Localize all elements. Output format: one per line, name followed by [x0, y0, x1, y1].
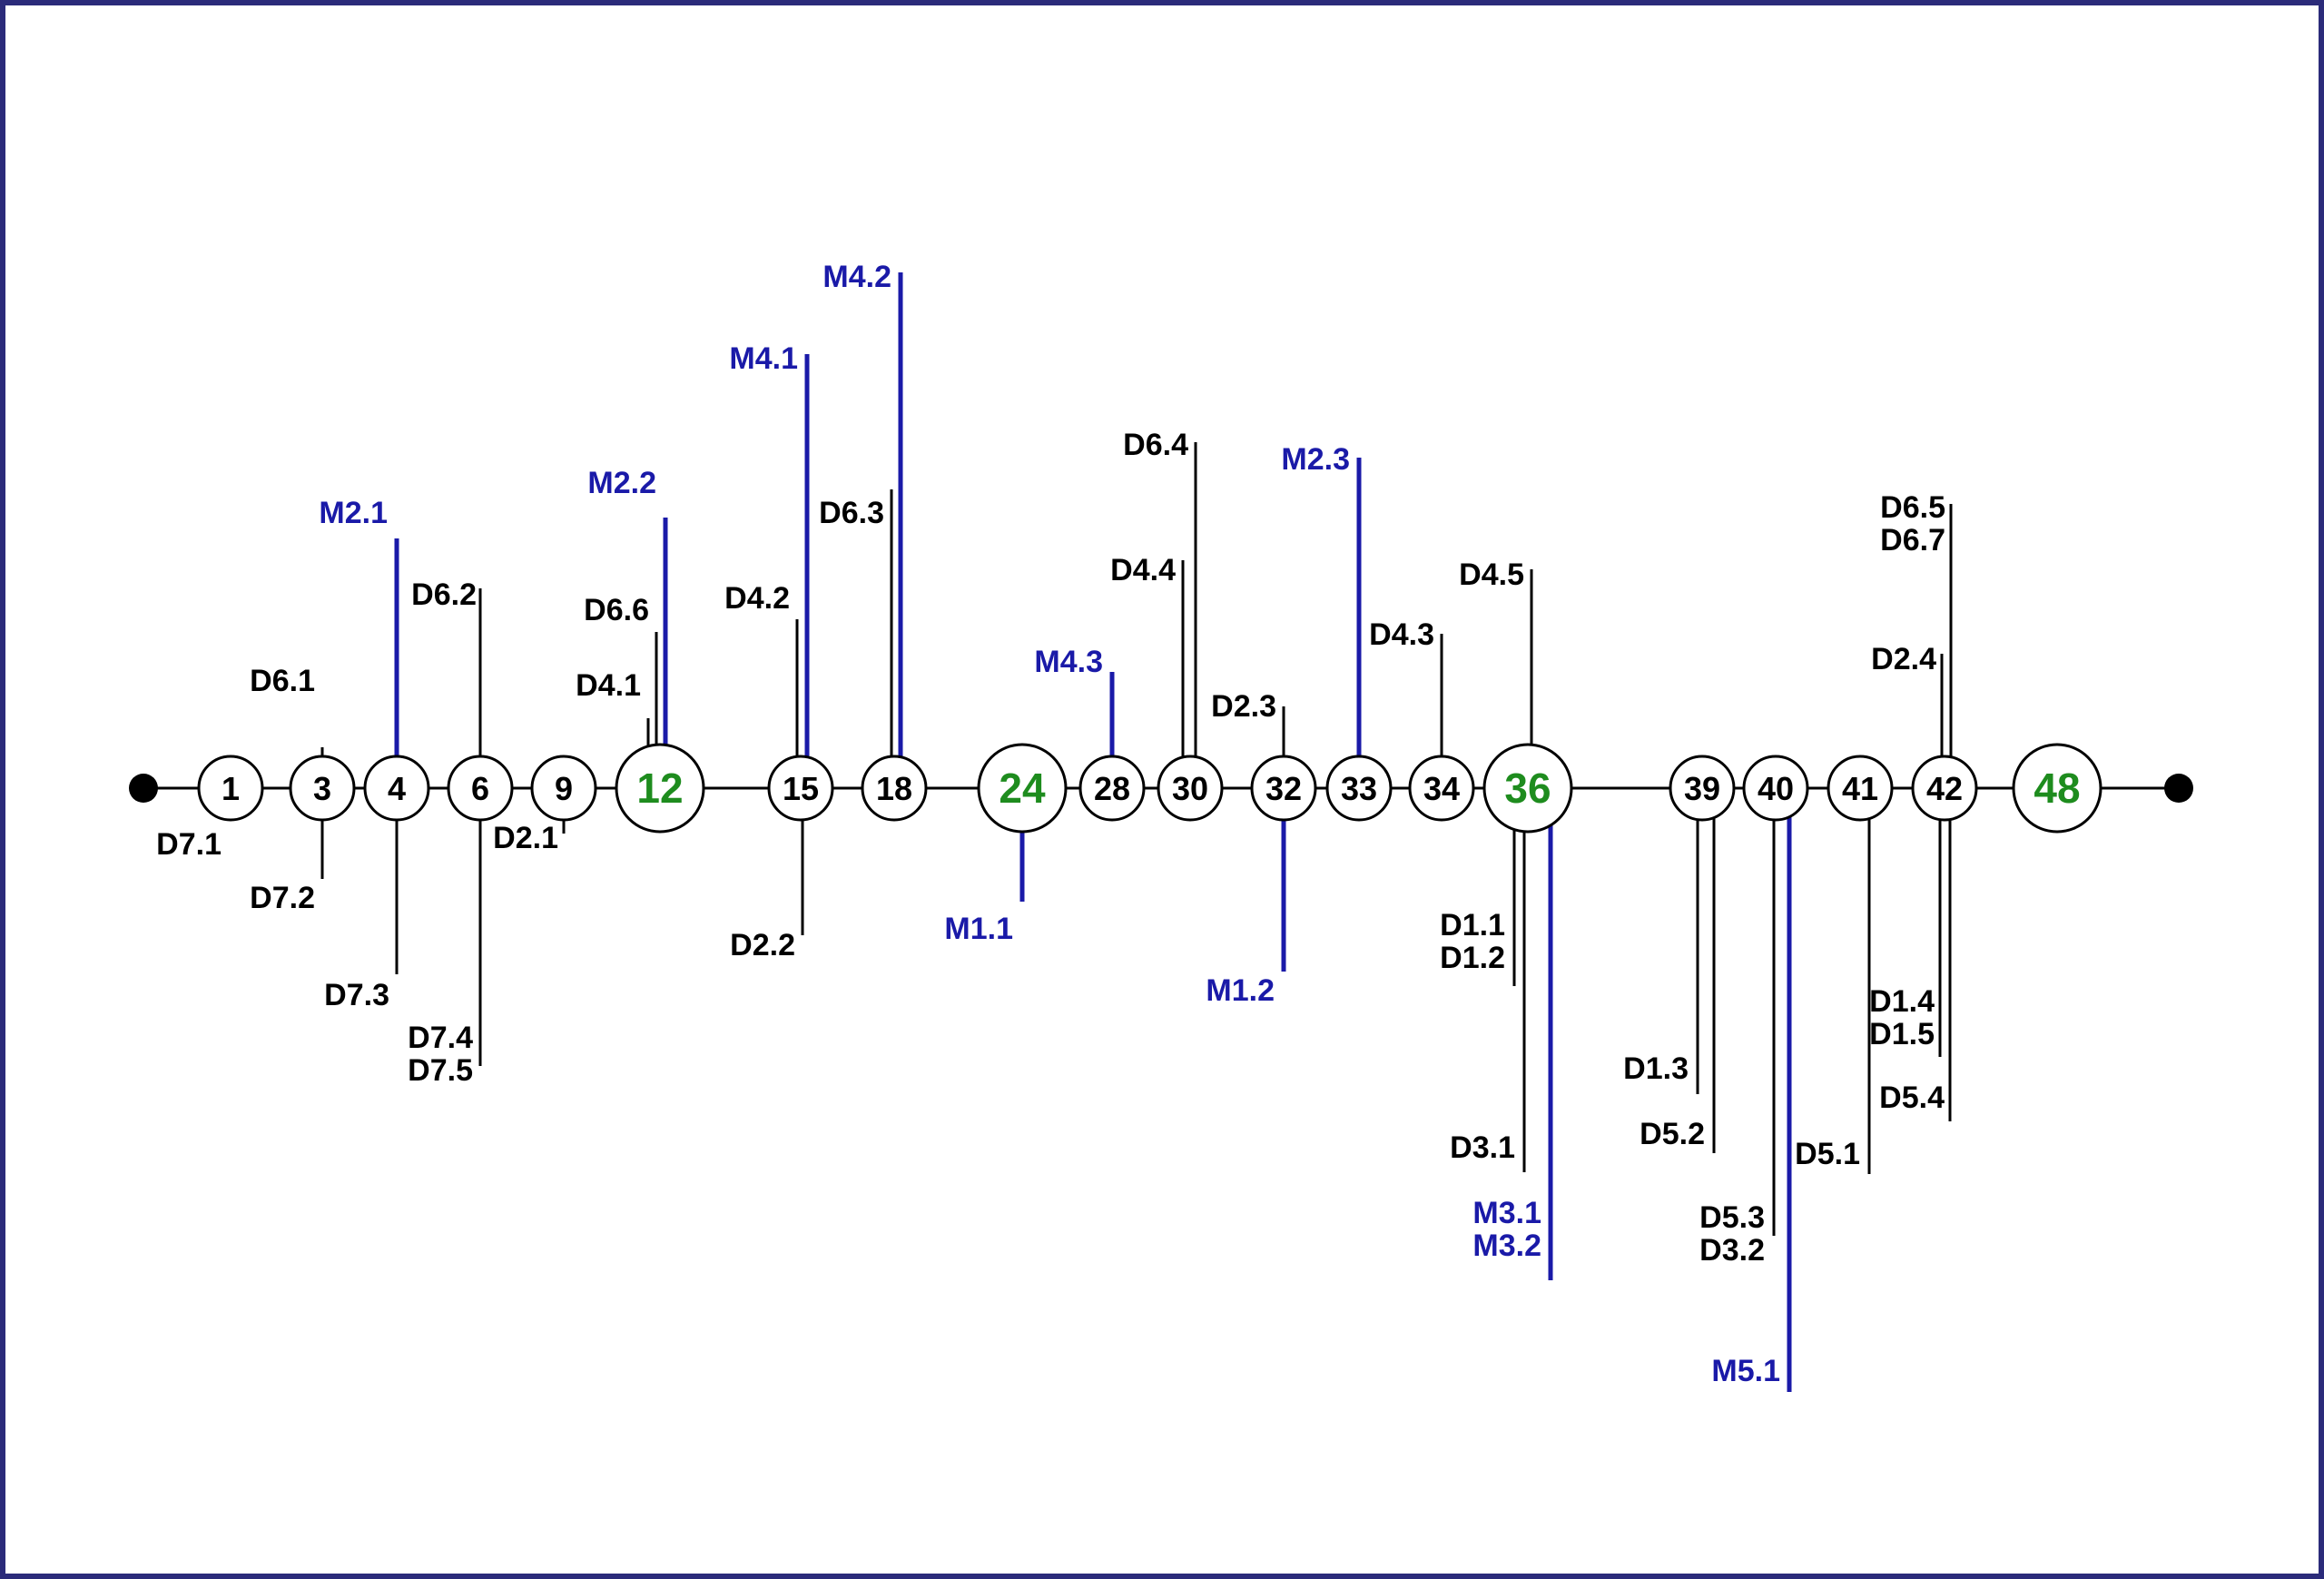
- marker-label-D7-2: D7.2: [250, 881, 315, 915]
- node-28: [1078, 755, 1146, 822]
- node-label-18: 18: [876, 770, 912, 807]
- marker-label-D6-1: D6.1: [250, 664, 315, 698]
- node-label-12: 12: [636, 765, 683, 812]
- marker-label-D1-4: D1.4: [1869, 984, 1935, 1019]
- marker-label-D2-1: D2.1: [493, 821, 558, 855]
- marker-label-D7-4: D7.4: [408, 1021, 473, 1055]
- marker-label-D4-4: D4.4: [1110, 553, 1176, 587]
- node-label-9: 9: [555, 770, 573, 807]
- node-18: [861, 755, 928, 822]
- marker-label-D6-4: D6.4: [1123, 428, 1188, 462]
- node-label-32: 32: [1265, 770, 1302, 807]
- marker-label-D7-3: D7.3: [324, 978, 389, 1012]
- node-label-39: 39: [1684, 770, 1720, 807]
- node-label-42: 42: [1926, 770, 1963, 807]
- marker-label-D6-6: D6.6: [584, 593, 649, 627]
- marker-label-D1-5: D1.5: [1869, 1017, 1935, 1051]
- marker-label-D5-2: D5.2: [1640, 1117, 1705, 1151]
- node-label-1: 1: [222, 770, 240, 807]
- marker-label-M4-2: M4.2: [822, 260, 891, 294]
- node-label-3: 3: [313, 770, 331, 807]
- marker-label-D1-3: D1.3: [1623, 1051, 1689, 1086]
- milestone-node-48: [2012, 743, 2102, 834]
- marker-label-D1-2: D1.2: [1440, 941, 1505, 975]
- node-label-41: 41: [1842, 770, 1878, 807]
- marker-label-D6-5: D6.5: [1880, 490, 1945, 525]
- marker-label-D7-1: D7.1: [156, 827, 222, 862]
- node-label-36: 36: [1504, 765, 1551, 812]
- milestone-node-24: [977, 743, 1068, 834]
- marker-label-D6-3: D6.3: [819, 496, 884, 530]
- node-label-6: 6: [471, 770, 489, 807]
- marker-label-M2-3: M2.3: [1281, 442, 1350, 477]
- node-32: [1250, 755, 1317, 822]
- node-1: [197, 755, 264, 822]
- node-9: [530, 755, 597, 822]
- node-label-48: 48: [2034, 765, 2080, 812]
- node-15: [767, 755, 834, 822]
- marker-label-M1-2: M1.2: [1206, 973, 1275, 1008]
- marker-label-M1-1: M1.1: [944, 912, 1013, 946]
- node-label-4: 4: [388, 770, 406, 807]
- node-label-24: 24: [999, 765, 1046, 812]
- timeline-diagram: D7.1 D6.1D7.2 M2.1D7.3 D6.2D7.4D7.5 D2.1 D4.1…: [129, 260, 2193, 1392]
- node-4: [363, 755, 430, 822]
- node-label-28: 28: [1094, 770, 1130, 807]
- milestone-node-12: [615, 743, 705, 834]
- timeline-start-dot: [129, 774, 158, 803]
- marker-label-M2-2: M2.2: [587, 466, 656, 500]
- markers-layer: D7.1 D6.1D7.2 M2.1D7.3 D6.2D7.4D7.5 D2.1 D4.1…: [156, 260, 1953, 1392]
- marker-label-D5-3: D5.3: [1699, 1200, 1765, 1235]
- milestone-node-36: [1482, 743, 1573, 834]
- marker-label-D1-1: D1.1: [1440, 908, 1505, 942]
- node-40: [1742, 755, 1809, 822]
- node-label-40: 40: [1758, 770, 1794, 807]
- node-30: [1157, 755, 1224, 822]
- marker-label-M3-1: M3.1: [1472, 1196, 1541, 1230]
- marker-label-D7-5: D7.5: [408, 1053, 473, 1088]
- node-label-33: 33: [1341, 770, 1377, 807]
- marker-label-D3-1: D3.1: [1450, 1130, 1515, 1165]
- node-label-15: 15: [783, 770, 819, 807]
- marker-label-D4-5: D4.5: [1459, 558, 1524, 592]
- marker-label-D3-2: D3.2: [1699, 1233, 1765, 1268]
- node-3: [289, 755, 356, 822]
- marker-label-D4-2: D4.2: [724, 581, 790, 616]
- node-label-30: 30: [1172, 770, 1208, 807]
- marker-label-D4-1: D4.1: [576, 668, 641, 703]
- timeline-end-dot: [2164, 774, 2193, 803]
- node-6: [447, 755, 514, 822]
- marker-label-M3-2: M3.2: [1472, 1229, 1541, 1263]
- node-33: [1325, 755, 1393, 822]
- node-39: [1669, 755, 1736, 822]
- marker-label-D4-3: D4.3: [1369, 617, 1434, 652]
- marker-label-M5-1: M5.1: [1711, 1354, 1780, 1388]
- marker-label-M4-1: M4.1: [729, 341, 798, 376]
- node-34: [1408, 755, 1475, 822]
- marker-label-D6-7: D6.7: [1880, 523, 1945, 558]
- marker-label-D5-4: D5.4: [1879, 1081, 1945, 1115]
- marker-label-D2-2: D2.2: [730, 928, 795, 962]
- marker-label-M4-3: M4.3: [1034, 645, 1103, 679]
- node-42: [1911, 755, 1978, 822]
- marker-label-D2-4: D2.4: [1871, 642, 1936, 676]
- node-41: [1827, 755, 1894, 822]
- node-label-34: 34: [1423, 770, 1460, 807]
- marker-label-D6-2: D6.2: [411, 577, 477, 612]
- marker-label-D5-1: D5.1: [1795, 1137, 1860, 1171]
- marker-label-D2-3: D2.3: [1211, 689, 1276, 724]
- marker-label-M2-1: M2.1: [319, 496, 388, 530]
